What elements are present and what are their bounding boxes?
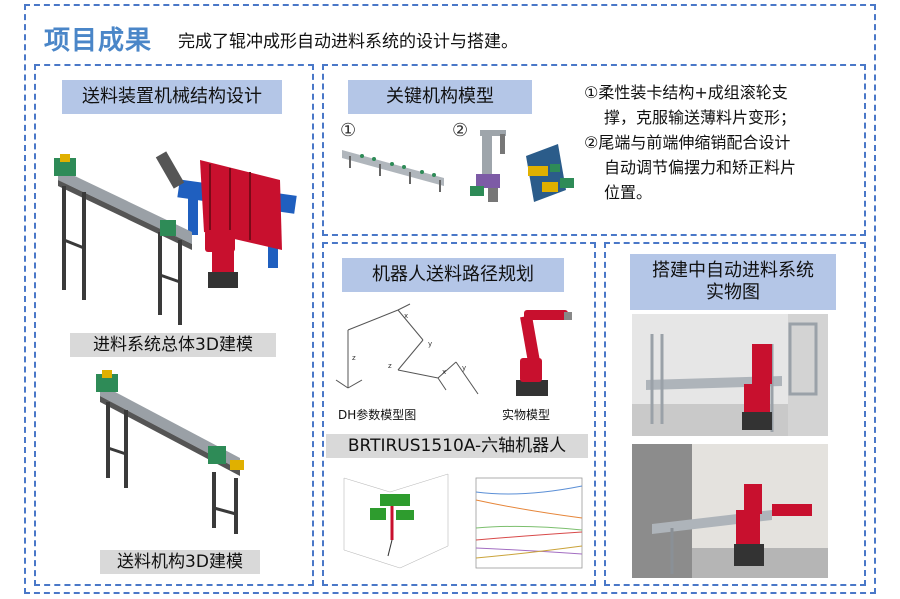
svg-text:x: x bbox=[404, 312, 408, 320]
desc-line-3: ②尾端与前端伸缩销配合设计 bbox=[584, 133, 791, 152]
build-photo-bottom bbox=[632, 444, 828, 578]
page-title: 项目成果 bbox=[44, 26, 153, 56]
build-label-line-1: 搭建中自动进料系统 bbox=[652, 260, 814, 281]
dh-caption: DH参数模型图 bbox=[338, 408, 417, 422]
left-panel bbox=[34, 64, 314, 586]
real-model-caption: 实物模型 bbox=[502, 408, 551, 422]
flexible-clamp-rollers-model bbox=[342, 150, 444, 192]
build-label-line-2: 实物图 bbox=[706, 282, 760, 303]
desc-line-4: 自动调节偏摆力和矫正料片 bbox=[604, 158, 797, 177]
feed-system-caption: 进料系统总体3D建模 bbox=[70, 333, 276, 357]
key-model-description: ①柔性装卡结构+成组滚轮支 撑，克服输送薄料片变形； ②尾端与前端伸缩销配合设计… bbox=[584, 80, 864, 205]
svg-text:z: z bbox=[352, 354, 356, 362]
desc-line-1: ①柔性装卡结构+成组滚轮支 bbox=[584, 83, 788, 102]
mechanical-design-label: 送料装置机械结构设计 bbox=[62, 80, 282, 114]
robot-name-label: BRTIRUS1510A-六轴机器人 bbox=[326, 434, 588, 458]
outer-frame bbox=[24, 4, 876, 594]
joint-angle-plot bbox=[475, 477, 583, 569]
telescopic-pin-model bbox=[470, 130, 574, 202]
svg-text:y: y bbox=[462, 364, 466, 372]
svg-text:z: z bbox=[388, 362, 392, 370]
marker-2: ② bbox=[452, 120, 469, 141]
key-model-label: 关键机构模型 bbox=[348, 80, 532, 114]
trajectory-3d-plot bbox=[343, 473, 449, 569]
desc-line-5: 位置。 bbox=[604, 183, 653, 202]
build-photo-top bbox=[632, 314, 828, 436]
svg-text:y: y bbox=[428, 340, 432, 348]
build-photo-bottom-image bbox=[632, 444, 828, 578]
desc-line-2: 撑，克服输送薄料片变形； bbox=[604, 108, 797, 127]
build-photo-top-image bbox=[632, 314, 828, 436]
robot-path-panel bbox=[322, 242, 596, 586]
key-model-panel bbox=[322, 64, 866, 236]
robot-arm-physical-model bbox=[516, 310, 572, 396]
dh-parameter-diagram: z x y z x y bbox=[335, 303, 479, 395]
page-subtitle: 完成了辊冲成形自动进料系统的设计与搭建。 bbox=[178, 32, 518, 52]
feed-system-3d-model bbox=[54, 151, 297, 325]
feed-mechanism-caption: 送料机构3D建模 bbox=[100, 550, 260, 574]
marker-1: ① bbox=[340, 120, 357, 141]
build-panel bbox=[604, 242, 866, 586]
feed-mechanism-3d-model bbox=[96, 370, 244, 534]
robot-path-label: 机器人送料路径规划 bbox=[342, 258, 564, 292]
build-label: 搭建中自动进料系统 实物图 bbox=[630, 254, 836, 310]
svg-text:x: x bbox=[442, 368, 446, 376]
